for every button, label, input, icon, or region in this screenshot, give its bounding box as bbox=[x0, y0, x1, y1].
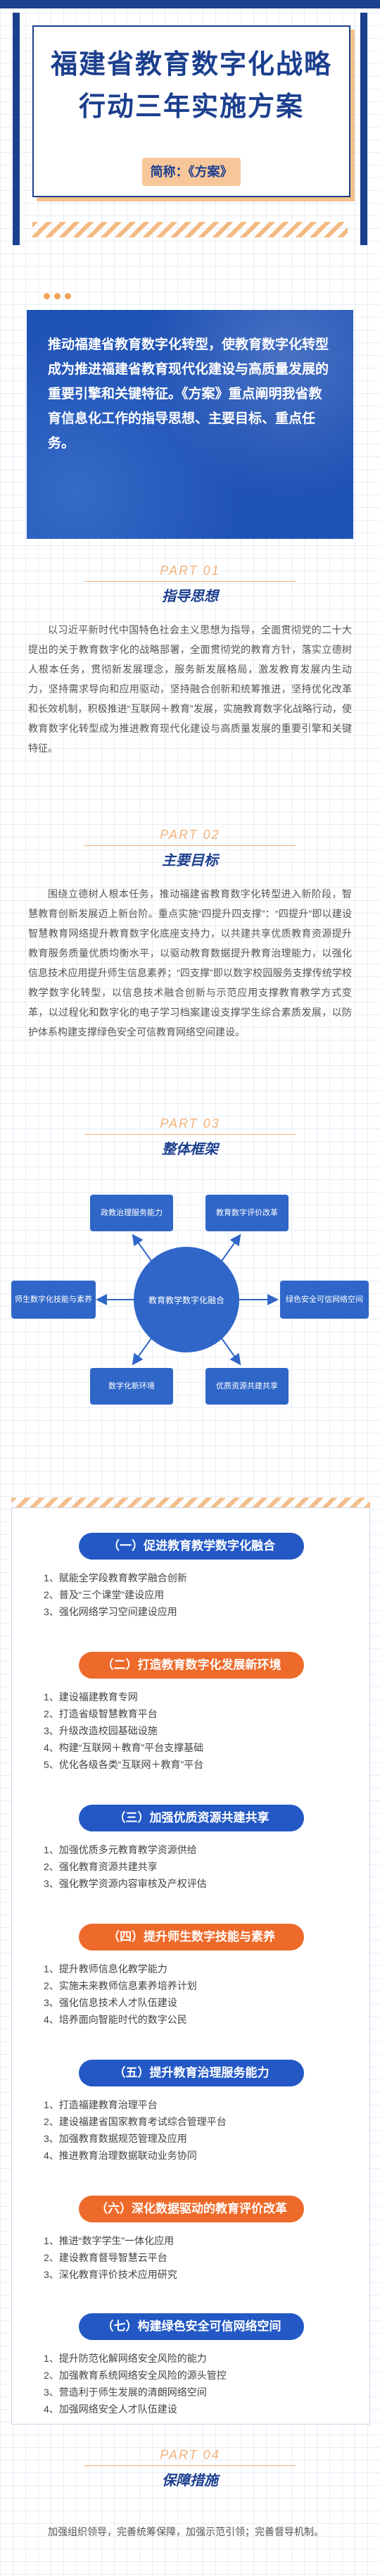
divider bbox=[84, 581, 296, 582]
intro-box: 推动福建省教育数字化转型，使教育数字化转型成为推进福建省教育现代化建设与高质量发… bbox=[27, 310, 353, 539]
part-title: 保障措施 bbox=[162, 2473, 218, 2489]
part-01-header: PART 01 指导思想 bbox=[0, 564, 380, 605]
list-item: 3、强化信息技术人才队伍建设 bbox=[44, 1997, 177, 2008]
part-title: 整体框架 bbox=[162, 1142, 218, 1157]
list-item: 4、加强网络安全人才队伍建设 bbox=[44, 2403, 177, 2415]
list-item: 5、优化各级各类“互联网＋教育”平台 bbox=[44, 1759, 204, 1770]
diagram-node: 教育数字评价改革 bbox=[205, 1195, 289, 1231]
framework-diagram: 政教治理服务能力 教育数字评价改革 师生数字化技能与素养 绿色安全可信网络空间 … bbox=[0, 1169, 380, 1472]
list-item: 3、强化教学资源内容审核及产权评估 bbox=[44, 1878, 207, 1889]
task-title: （五）提升教育治理服务能力 bbox=[79, 2060, 304, 2086]
part-03-header: PART 03 整体框架 bbox=[0, 1116, 380, 1158]
title-line-2: 行动三年实施方案 bbox=[78, 92, 304, 122]
list-item: 2、加强教育系统网络安全风险的源头管控 bbox=[44, 2370, 227, 2381]
list-item: 4、推进教育治理数据联动业务协同 bbox=[44, 2150, 197, 2161]
list-item: 3、升级改造校园基础设施 bbox=[44, 1725, 158, 1736]
goals-paragraph: 围绕立德树人根本任务，推动福建省教育数字化转型进入新阶段，智慧教育创新发展迈上新… bbox=[28, 888, 352, 1038]
list-item: 2、强化教育资源共建共享 bbox=[44, 1861, 158, 1872]
task-title: （七）构建绿色安全可信网络空间 bbox=[79, 2313, 304, 2340]
list-item: 1、提升防范化解网络安全风险的能力 bbox=[44, 2353, 207, 2364]
diagram-arrows bbox=[96, 1233, 279, 1366]
task-title: （三）加强优质资源共建共享 bbox=[79, 1805, 304, 1831]
part-number: PART 01 bbox=[160, 564, 220, 578]
guiding-paragraph: 以习近平新时代中国特色社会主义思想为指导，全面贯彻党的二十大提出的关于教育数字化… bbox=[28, 624, 352, 754]
diagram-node: 数字化新环境 bbox=[90, 1368, 173, 1405]
header-bar bbox=[0, 0, 380, 8]
list-item: 1、推进“数字学生”一体化应用 bbox=[44, 2235, 175, 2246]
divider bbox=[84, 845, 296, 846]
task-list: 1、打造福建教育治理平台 2、建设福建省国家教育考试综合管理平台 3、加强教育数… bbox=[44, 2096, 339, 2164]
list-item: 1、建设福建教育专网 bbox=[44, 1691, 138, 1703]
list-item: 2、建设教育督导智慧云平台 bbox=[44, 2252, 167, 2263]
diagram-center: 教育教学数字化融合 bbox=[134, 1247, 239, 1352]
title-line-1: 福建省教育数字化战略 bbox=[50, 50, 332, 80]
dots-decoration bbox=[44, 290, 75, 303]
part-04-header: PART 04 保障措施 bbox=[0, 2448, 380, 2489]
part-number: PART 02 bbox=[160, 828, 220, 842]
task-list: 1、赋能全学段教育教学融合创新 2、普及“三个课堂”建设应用 3、强化网络学习空… bbox=[44, 1569, 339, 1620]
diagram-node: 师生数字化技能与素养 bbox=[11, 1281, 96, 1319]
list-item: 4、构建“互联网＋教育”平台支撑基础 bbox=[44, 1742, 204, 1753]
task-list: 1、提升防范化解网络安全风险的能力 2、加强教育系统网络安全风险的源头管控 3、… bbox=[44, 2350, 339, 2418]
list-item: 3、加强教育数据规范管理及应用 bbox=[44, 2133, 187, 2144]
part-02-header: PART 02 主要目标 bbox=[0, 828, 380, 869]
title-card: 福建省教育数字化战略 行动三年实施方案 简称：《方案》 bbox=[32, 25, 350, 197]
diagram-node: 绿色安全可信网络空间 bbox=[280, 1281, 369, 1319]
list-item: 4、培养面向智能时代的数字公民 bbox=[44, 2014, 187, 2025]
list-item: 2、普及“三个课堂”建设应用 bbox=[44, 1589, 165, 1600]
stripe-decoration bbox=[32, 222, 348, 237]
part-title: 主要目标 bbox=[162, 853, 218, 869]
task-title: （四）提升师生数字技能与素养 bbox=[79, 1924, 304, 1950]
list-item: 1、赋能全学段教育教学融合创新 bbox=[44, 1572, 187, 1583]
diagram-node: 优质资源共建共享 bbox=[205, 1368, 289, 1405]
part-number: PART 04 bbox=[160, 2448, 220, 2462]
stripe-decoration bbox=[11, 1498, 370, 1507]
header-right-border bbox=[360, 13, 367, 245]
diagram-node: 政教治理服务能力 bbox=[90, 1195, 173, 1231]
divider bbox=[84, 1134, 296, 1135]
part-title: 指导思想 bbox=[162, 589, 218, 604]
list-item: 1、加强优质多元教育教学资源供给 bbox=[44, 1844, 197, 1855]
task-list: 1、推进“数字学生”一体化应用 2、建设教育督导智慧云平台 3、深化教育评价技术… bbox=[44, 2232, 339, 2283]
list-item: 1、打造福建教育治理平台 bbox=[44, 2099, 158, 2110]
closing-paragraph: 加强组织领导，完善统筹保障，加强示范引领；完善督导机制。 bbox=[48, 2526, 324, 2537]
task-list: 1、提升教师信息化教学能力 2、实施未来教师信息素养培养计划 3、强化信息技术人… bbox=[44, 1960, 339, 2028]
list-item: 2、打造省级智慧教育平台 bbox=[44, 1708, 158, 1719]
task-list: 1、建设福建教育专网 2、打造省级智慧教育平台 3、升级改造校园基础设施 4、构… bbox=[44, 1688, 339, 1773]
divider bbox=[84, 2465, 296, 2466]
part-number: PART 03 bbox=[160, 1116, 220, 1131]
list-item: 2、实施未来教师信息素养培养计划 bbox=[44, 1980, 197, 1991]
header-left-border bbox=[13, 13, 20, 245]
list-item: 3、营造利于师生发展的清朗网络空间 bbox=[44, 2387, 207, 2398]
task-title: （六）深化数据驱动的教育评价改革 bbox=[79, 2196, 304, 2222]
task-list: 1、加强优质多元教育教学资源供给 2、强化教育资源共建共享 3、强化教学资源内容… bbox=[44, 1841, 339, 1892]
task-title: （一）促进教育教学数字化融合 bbox=[79, 1533, 304, 1560]
list-item: 3、深化教育评价技术应用研究 bbox=[44, 2269, 177, 2280]
list-item: 3、强化网络学习空间建设应用 bbox=[44, 1606, 177, 1617]
task-title: （二）打造教育数字化发展新环境 bbox=[79, 1652, 304, 1679]
list-item: 2、建设福建省国家教育考试综合管理平台 bbox=[44, 2116, 227, 2127]
intro-text: 推动福建省教育数字化转型，使教育数字化转型成为推进福建省教育现代化建设与高质量发… bbox=[48, 337, 329, 451]
list-item: 1、提升教师信息化教学能力 bbox=[44, 1963, 167, 1974]
page-title: 福建省教育数字化战略 行动三年实施方案 bbox=[48, 44, 335, 128]
short-name-tag: 简称：《方案》 bbox=[142, 158, 241, 186]
